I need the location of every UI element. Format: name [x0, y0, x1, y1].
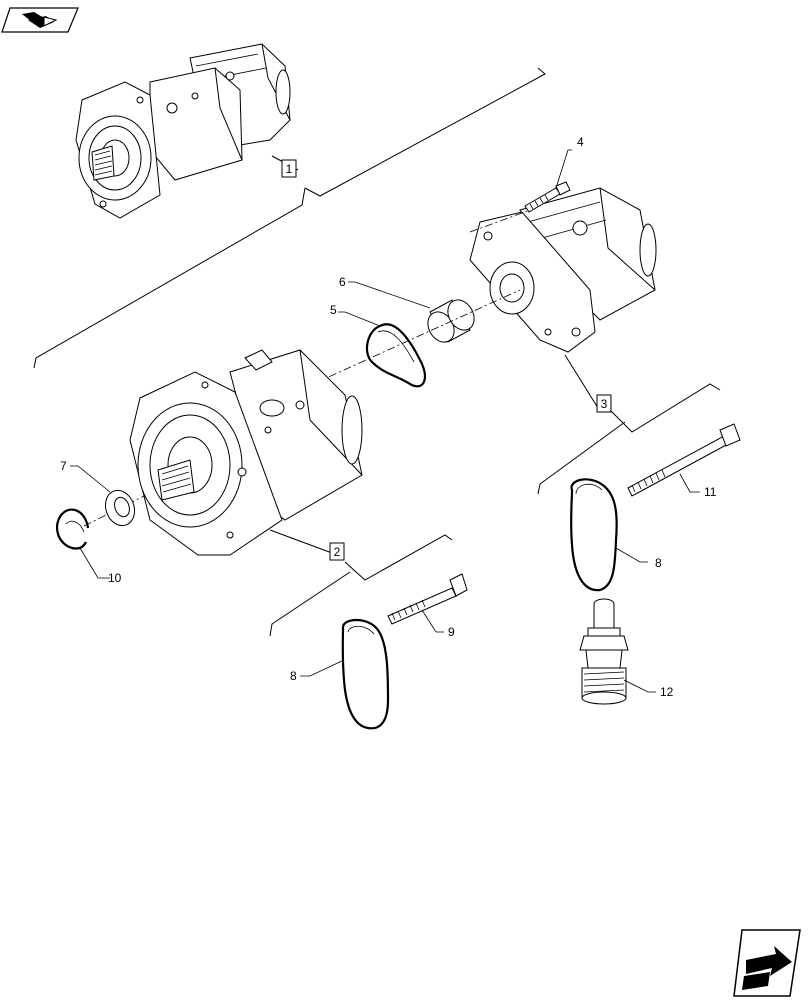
bolt-part-9	[387, 573, 468, 625]
callout-1-label: 1	[286, 162, 293, 176]
bracket-2	[269, 529, 453, 637]
bolt-part-11	[627, 423, 741, 497]
callout-5-label: 5	[330, 303, 337, 317]
bushing-part-6	[427, 299, 475, 343]
pump-assembly-complete	[75, 43, 291, 219]
bracket-3	[537, 354, 721, 495]
o-ring-part-8-right	[570, 478, 618, 592]
callout-3: 3	[596, 394, 612, 413]
callout-2-label: 2	[334, 545, 341, 559]
callout-11-label: 11	[704, 485, 717, 499]
callout-10-label: 10	[108, 571, 122, 585]
callout-2: 2	[329, 542, 345, 561]
callout-1: 1	[281, 159, 297, 178]
axis-line-bolt	[469, 209, 531, 233]
snap-ring-part-10	[55, 508, 90, 550]
callout-8-right-label: 8	[655, 556, 662, 570]
o-ring-highlight	[347, 625, 375, 635]
o-ring-part-8-left	[341, 618, 390, 730]
callout-9-label: 9	[448, 625, 455, 639]
callout-8-left-label: 8	[290, 669, 297, 683]
valve-part-12	[579, 598, 629, 705]
next-page-arrow-icon[interactable]	[733, 929, 801, 997]
callout-4-label: 4	[577, 135, 584, 149]
washer-part-7	[104, 489, 136, 527]
pump-front-section	[129, 349, 363, 556]
leader-lines	[70, 149, 700, 693]
callout-6-label: 6	[339, 275, 346, 289]
callout-12-label: 12	[660, 685, 674, 699]
seal-part-5	[365, 323, 427, 388]
pump-rear-section	[469, 181, 657, 353]
book-arrow-icon[interactable]	[1, 7, 79, 33]
o-ring-highlight	[575, 483, 603, 495]
callout-7-label: 7	[60, 459, 67, 473]
callout-3-label: 3	[601, 397, 608, 411]
